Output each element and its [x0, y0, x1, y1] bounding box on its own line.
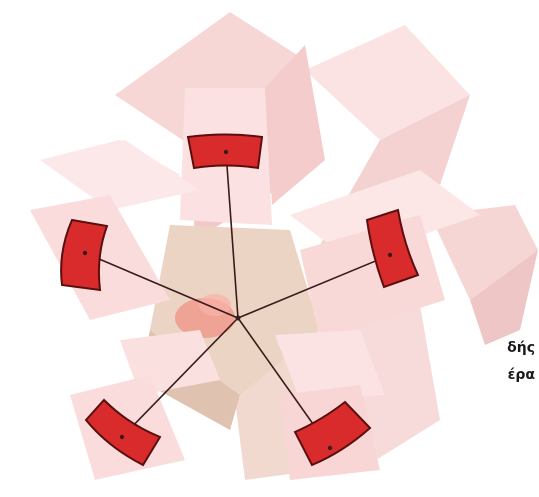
caption-line-2: έρα [508, 367, 535, 383]
pivot-left [83, 251, 87, 255]
handle-left [61, 220, 107, 290]
pivot-right [388, 253, 392, 257]
arm-left-top [40, 140, 200, 210]
pivot-center [236, 316, 241, 321]
pivot-lower-left [120, 435, 124, 439]
pivot-top [224, 150, 228, 154]
caption-line-1: δής [507, 340, 535, 356]
pivot-lower-right [328, 446, 332, 450]
